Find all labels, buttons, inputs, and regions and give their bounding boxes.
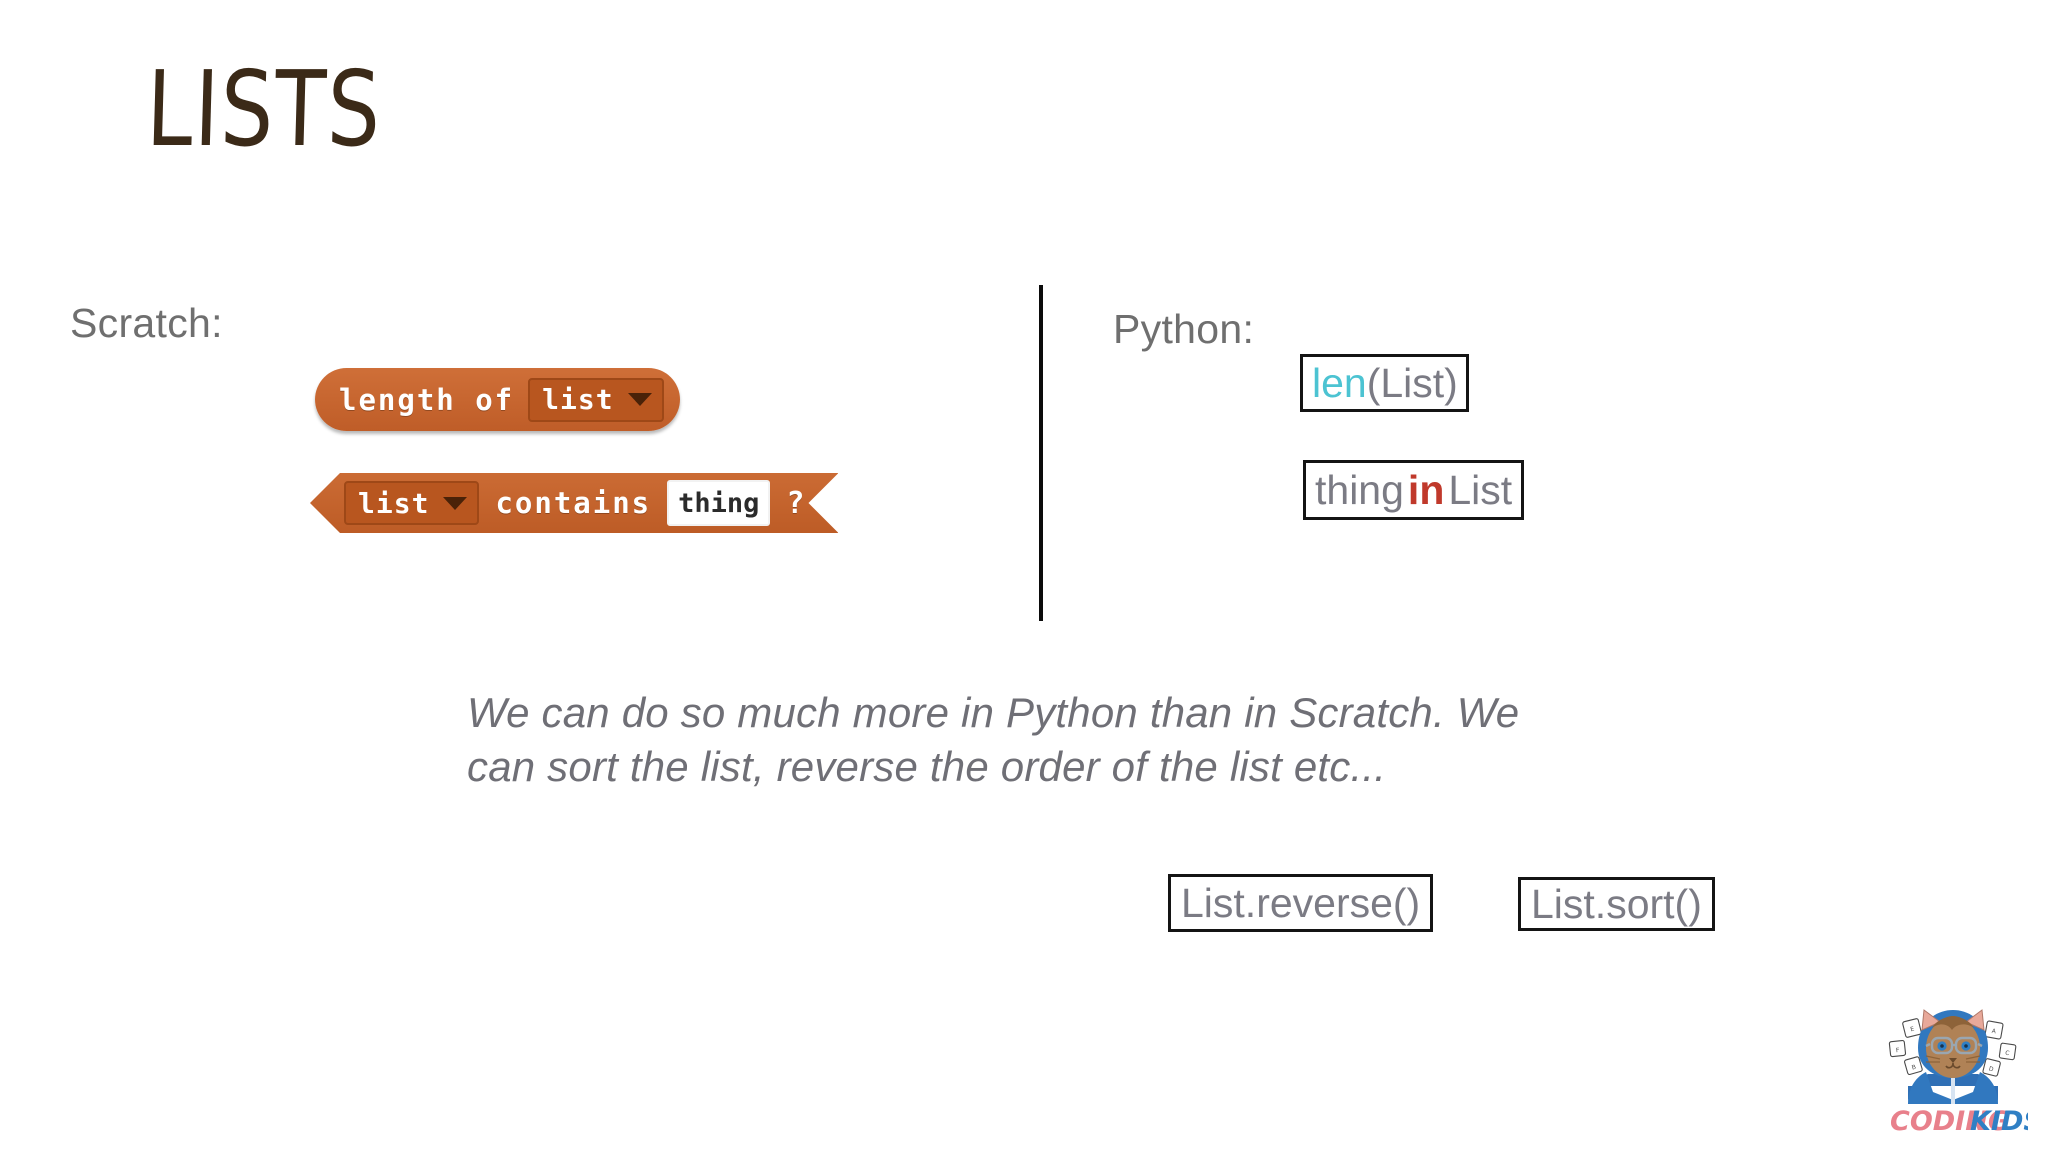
code-token-plain: (List)	[1366, 359, 1458, 406]
svg-text:C: C	[2005, 1050, 2010, 1058]
code-token-function: len	[1312, 359, 1367, 406]
chevron-down-icon	[627, 393, 652, 406]
codingkids-logo-artwork: E A F C B D	[1888, 1009, 2028, 1137]
logo-word-coding: CODING	[1890, 1106, 2010, 1137]
python-method-reverse: List.reverse()	[1168, 874, 1434, 932]
svg-text:F: F	[1896, 1047, 1901, 1054]
scratch-text-input-thing[interactable]: thing	[667, 480, 770, 526]
code-token-plain: thing	[1315, 466, 1404, 513]
scratch-block-question-mark: ?	[786, 485, 805, 521]
scratch-block-length-of[interactable]: length of list	[315, 368, 680, 431]
python-section-label: Python:	[1113, 306, 1255, 352]
svg-text:D: D	[1988, 1065, 1995, 1073]
scratch-dropdown-list[interactable]: list	[344, 481, 479, 525]
column-divider	[1039, 285, 1043, 621]
scratch-block-label: length of	[339, 382, 515, 417]
scratch-dropdown-value: list	[542, 383, 614, 416]
code-token-plain: List.sort()	[1531, 880, 1702, 927]
scratch-block-label: contains	[495, 486, 652, 520]
scratch-dropdown-list[interactable]: list	[528, 377, 664, 422]
code-token-plain: List	[1448, 466, 1513, 513]
scratch-dropdown-value: list	[358, 486, 430, 520]
explanatory-note: We can do so much more in Python than in…	[467, 689, 1520, 790]
python-method-sort: List.sort()	[1518, 877, 1715, 931]
svg-text:E: E	[1910, 1026, 1916, 1034]
scratch-block-list-contains[interactable]: list contains thing ?	[310, 473, 838, 533]
code-token-keyword: in	[1407, 466, 1445, 513]
codingkids-logo: E A F C B D	[1878, 1004, 2028, 1142]
python-snippet-len: len(List)	[1300, 354, 1469, 412]
logo-word-kids: KIDS	[1970, 1106, 2028, 1137]
svg-text:A: A	[1991, 1028, 1997, 1036]
chevron-down-icon	[443, 497, 467, 510]
code-token-plain: List.reverse()	[1181, 879, 1421, 926]
scratch-section-label: Scratch:	[70, 300, 223, 346]
svg-text:B: B	[1911, 1064, 1917, 1072]
scratch-blocks-group: length of list list contains thing ?	[0, 0, 900, 600]
